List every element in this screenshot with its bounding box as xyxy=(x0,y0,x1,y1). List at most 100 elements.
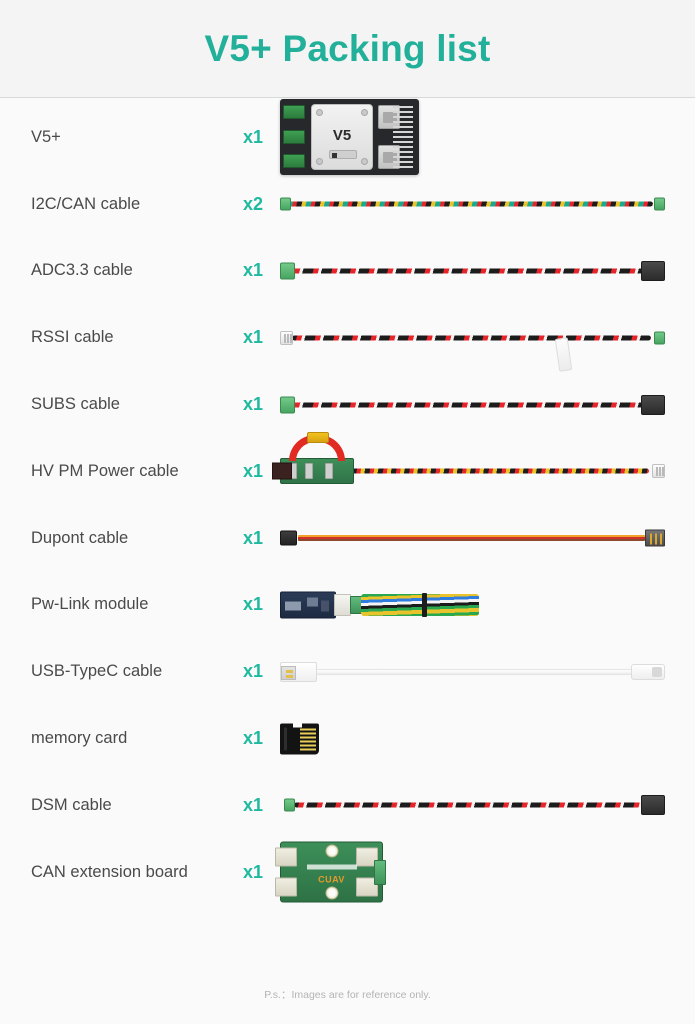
pw-link-pcb xyxy=(280,591,336,619)
page-title: V5+ Packing list xyxy=(204,27,491,69)
item-quantity: x1 xyxy=(243,394,264,415)
screw-hole-icon xyxy=(361,158,368,166)
connector-green-icon xyxy=(280,396,295,414)
connector-green-icon xyxy=(284,798,295,812)
item-quantity: x1 xyxy=(243,327,264,348)
item-label: HV PM Power cable xyxy=(31,461,179,480)
cable-wire xyxy=(292,335,651,341)
microsd-card-art xyxy=(280,723,319,755)
mounting-hole-icon xyxy=(325,886,338,900)
item-image-memory-card xyxy=(280,706,665,772)
flight-controller-art: V5 xyxy=(280,99,419,176)
usb-c-connector-icon xyxy=(631,663,665,680)
cable-wire xyxy=(361,593,479,616)
item-label: CAN extension board xyxy=(31,862,188,881)
cable-wire xyxy=(298,535,645,542)
item-quantity: x1 xyxy=(243,260,264,281)
cable-wire xyxy=(352,468,649,474)
item-image-subs-cable xyxy=(280,372,665,438)
item-image-dsm-cable xyxy=(280,772,665,838)
core-port-icon xyxy=(329,150,357,160)
connector-green-icon xyxy=(654,197,665,211)
connector-white-icon xyxy=(275,877,297,897)
item-quantity: x1 xyxy=(243,861,264,882)
item-image-i2c-can-cable xyxy=(280,171,665,237)
item-quantity: x1 xyxy=(243,794,264,815)
connector-white-icon xyxy=(356,847,378,867)
connector-green-icon xyxy=(283,105,305,120)
page-header: V5+ Packing list xyxy=(0,0,695,98)
item-label: Dupont cable xyxy=(31,528,129,547)
item-label: memory card xyxy=(31,729,128,748)
connector-white-icon xyxy=(280,330,293,345)
item-quantity: x2 xyxy=(243,193,264,214)
connector-servo-icon xyxy=(641,394,665,415)
cable-wire xyxy=(290,402,643,408)
cable-label-tag xyxy=(554,337,573,372)
item-quantity: x1 xyxy=(243,126,264,147)
item-label: Pw-Link module xyxy=(31,595,149,614)
list-item: Dupont cable x1 xyxy=(0,505,695,572)
silkscreen-marking xyxy=(307,864,357,870)
connector-white-icon xyxy=(275,847,297,867)
item-image-adc33-cable xyxy=(280,238,665,304)
item-label: DSM cable xyxy=(31,795,112,814)
item-quantity: x1 xyxy=(243,728,264,749)
reference-note: P.s.：Images are for reference only. xyxy=(264,989,431,1001)
usb-a-contacts xyxy=(281,665,296,680)
pin-header-icon xyxy=(393,104,415,170)
connector-green-icon xyxy=(654,331,665,345)
item-image-hv-pm-power-cable xyxy=(272,432,665,504)
item-image-v5-plus-board: V5 xyxy=(280,99,665,176)
connector-green-icon xyxy=(280,197,291,211)
packing-list: V5+ x1 V5 xyxy=(0,98,695,906)
connector-servo-icon xyxy=(641,260,665,281)
terminal-block-icon xyxy=(374,859,386,885)
connector-white-icon xyxy=(334,593,351,616)
connector-black-icon xyxy=(280,530,297,546)
connector-gray-icon xyxy=(645,529,665,547)
item-quantity: x1 xyxy=(243,460,264,481)
screw-hole-icon xyxy=(361,109,368,117)
cable-wire xyxy=(294,802,643,808)
item-label: I2C/CAN cable xyxy=(31,194,141,213)
list-item: Pw-Link module x1 xyxy=(0,572,695,639)
connector-black-icon xyxy=(272,462,292,480)
list-item: HV PM Power cable x1 xyxy=(0,432,695,505)
flight-controller-core: V5 xyxy=(311,104,373,171)
cable-tie-icon xyxy=(422,592,427,617)
item-image-can-extension-board: CUAV xyxy=(275,839,665,905)
item-label: SUBS cable xyxy=(31,395,120,414)
item-image-rssi-cable xyxy=(280,305,665,372)
connector-white-icon xyxy=(652,464,665,479)
item-quantity: x1 xyxy=(243,594,264,615)
connector-white-icon xyxy=(356,877,378,897)
list-item: V5+ x1 V5 xyxy=(0,99,695,176)
card-notch xyxy=(293,723,302,728)
power-module-board xyxy=(272,432,354,485)
connector-green-icon xyxy=(283,130,305,145)
item-quantity: x1 xyxy=(243,527,264,548)
can-board-art: CUAV xyxy=(275,841,386,903)
item-label: RSSI cable xyxy=(31,328,114,347)
list-item: RSSI cable x1 xyxy=(0,304,695,372)
screw-hole-icon xyxy=(316,109,323,117)
card-contacts xyxy=(300,728,316,751)
cable-wire xyxy=(290,268,643,274)
item-image-usb-typec-cable xyxy=(280,639,665,705)
cable-wire xyxy=(315,668,633,675)
item-image-dupont-cable xyxy=(280,505,665,571)
list-item: ADC3.3 cable x1 xyxy=(0,238,695,305)
item-image-pw-link-module xyxy=(280,572,665,638)
list-item: CAN extension board x1 CUAV xyxy=(0,839,695,906)
usb-a-connector-icon xyxy=(280,661,317,682)
item-quantity: x1 xyxy=(243,661,264,682)
screw-hole-icon xyxy=(316,158,323,166)
connector-servo-icon xyxy=(641,795,665,816)
connector-green-icon xyxy=(280,262,295,280)
mounting-hole-icon xyxy=(325,844,338,858)
list-item: USB-TypeC cable x1 xyxy=(0,638,695,705)
item-label: USB-TypeC cable xyxy=(31,662,163,681)
xt-connector-icon xyxy=(307,432,329,444)
item-label: ADC3.3 cable xyxy=(31,261,133,280)
